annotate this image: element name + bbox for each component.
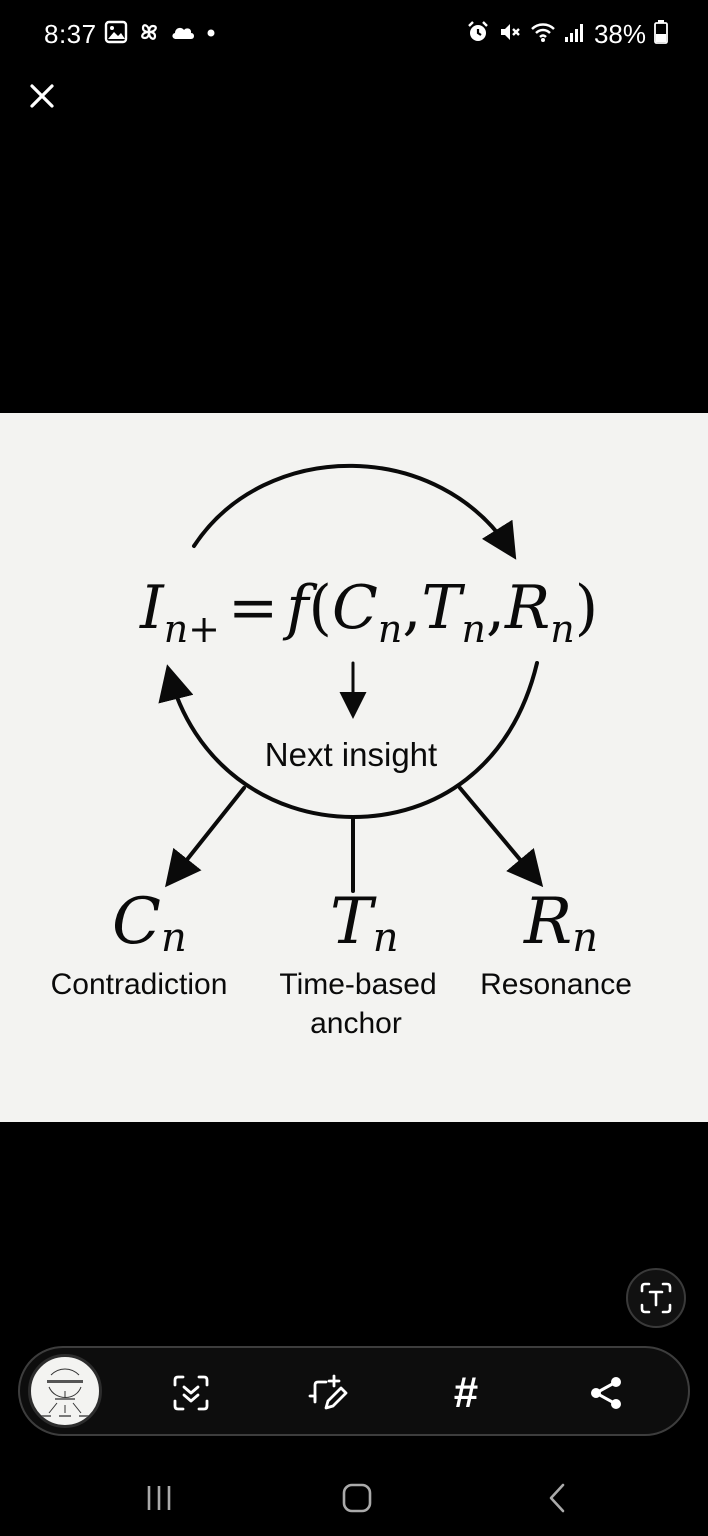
contradiction-label: Contradiction <box>51 968 228 1001</box>
right-branch-arrow <box>458 786 544 888</box>
r-node-symbol: Rn <box>523 885 598 961</box>
scan-button[interactable] <box>168 1370 214 1416</box>
home-icon <box>342 1483 372 1513</box>
status-bar: 8:37 38% <box>0 0 708 70</box>
battery-percentage: 38% <box>593 18 646 49</box>
navigation-bar <box>0 1460 708 1536</box>
close-button[interactable] <box>24 78 60 114</box>
signal-icon <box>564 21 586 48</box>
c-node-symbol: Cn <box>112 885 187 961</box>
extract-text-button[interactable] <box>626 1268 686 1328</box>
status-left-icons <box>104 20 218 48</box>
gallery-icon <box>104 20 128 49</box>
hashtag-icon: # <box>453 1368 479 1417</box>
status-right: 38% <box>466 18 668 50</box>
cloud-icon <box>170 23 196 46</box>
next-insight-label: Next insight <box>265 736 437 773</box>
anchor-label: anchor <box>310 1007 402 1040</box>
recent-apps-button[interactable] <box>134 1478 184 1518</box>
wifi-icon <box>530 20 556 49</box>
back-icon <box>549 1483 565 1513</box>
time-based-label: Time-based <box>279 968 436 1001</box>
resonance-label: Resonance <box>480 968 632 1001</box>
home-button[interactable] <box>332 1478 382 1518</box>
back-button[interactable] <box>532 1478 582 1518</box>
edit-icon <box>308 1374 348 1410</box>
recent-apps-icon <box>147 1486 171 1510</box>
hashtag-button[interactable]: # <box>443 1370 489 1416</box>
alarm-icon <box>466 20 490 49</box>
edit-button[interactable] <box>306 1370 352 1416</box>
image-preview[interactable]: In+=f(Cn,Tn,Rn) Cn Tn Rn Next insight Co… <box>0 413 708 1122</box>
left-branch-arrow <box>165 786 246 888</box>
pinwheel-icon <box>136 19 162 50</box>
diagram: In+=f(Cn,Tn,Rn) Cn Tn Rn Next insight Co… <box>51 463 632 1040</box>
image-thumbnail[interactable] <box>28 1354 102 1428</box>
formula: In+=f(Cn,Tn,Rn) <box>139 573 598 651</box>
close-icon <box>30 84 54 108</box>
dot-icon <box>204 25 218 44</box>
text-scan-icon <box>640 1282 672 1314</box>
status-time: 8:37 <box>44 19 97 49</box>
battery-icon <box>654 19 668 49</box>
share-button[interactable] <box>583 1370 629 1416</box>
share-icon <box>591 1377 621 1409</box>
mute-icon <box>498 20 522 49</box>
scan-icon <box>173 1375 209 1411</box>
top-arc-arrow <box>192 463 517 560</box>
t-node-symbol: Tn <box>330 885 398 961</box>
bottom-toolbar: # <box>18 1346 690 1436</box>
